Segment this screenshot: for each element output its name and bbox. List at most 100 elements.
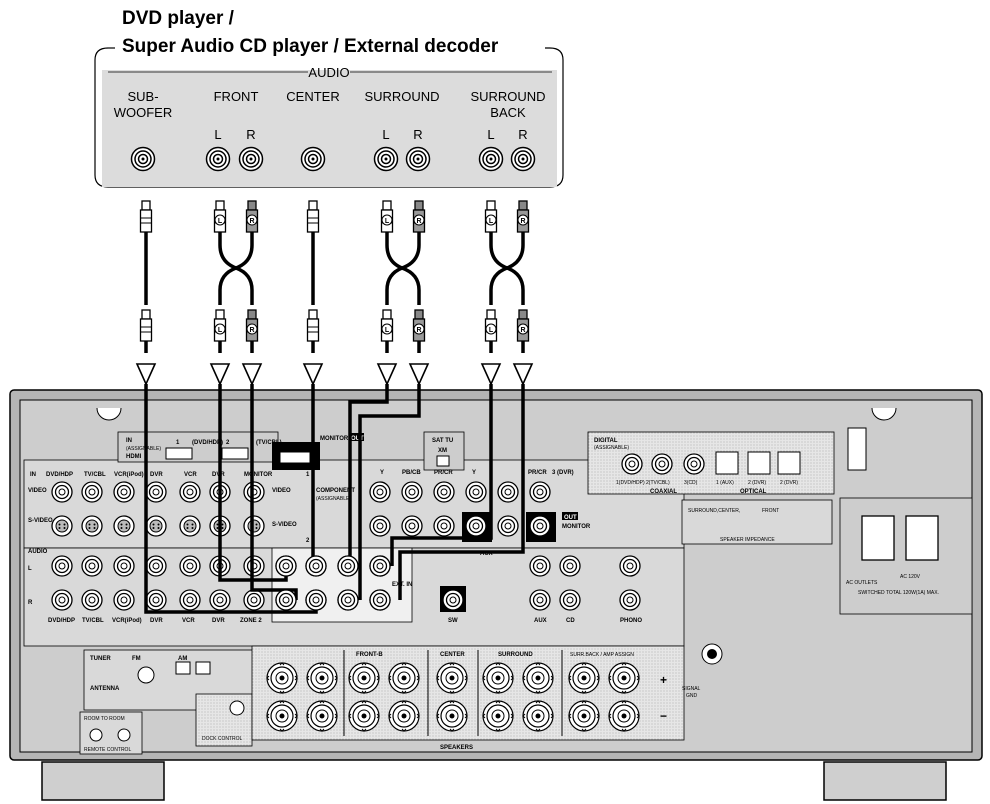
label-front: FRONT bbox=[214, 89, 259, 104]
asrc-dvd: DVD/HDP bbox=[48, 618, 75, 624]
receiver-rear-panel: IN (ASSIGNABLE) HDMI 1 (DVD/HDP) 2 (TV/C… bbox=[10, 390, 982, 800]
svg-text:L: L bbox=[385, 327, 390, 334]
svg-text:R: R bbox=[416, 218, 421, 225]
optical-port-2: 2 (DVR) bbox=[748, 480, 766, 486]
xm-label: XM bbox=[438, 448, 447, 454]
aux-label: AUX bbox=[534, 618, 547, 624]
svg-text:L: L bbox=[489, 327, 494, 334]
audio-label: AUDIO bbox=[28, 549, 48, 555]
player-surround-l-jack bbox=[375, 148, 398, 171]
ac-outlets-label: AC OUTLETS bbox=[846, 580, 878, 586]
optical-label: OPTICAL bbox=[740, 489, 767, 495]
svg-text:R: R bbox=[249, 327, 254, 334]
optical-port-1: 1 (AUX) bbox=[716, 480, 734, 486]
monitor-label-2: MONITOR bbox=[562, 524, 591, 530]
switched-label: SWITCHED TOTAL 120W(1A) MAX. bbox=[858, 590, 939, 596]
src-tv: TV/CBL bbox=[84, 472, 106, 478]
comp-pb: PB/CB bbox=[402, 470, 421, 476]
signal-gnd-label: SIGNAL bbox=[682, 686, 701, 692]
ext-sw-label: SW bbox=[448, 618, 458, 624]
audio-r-label: R bbox=[28, 600, 33, 606]
player-surround-r-jack bbox=[407, 148, 430, 171]
am-label: AM bbox=[178, 656, 187, 662]
asrc-zone2: ZONE 2 bbox=[240, 618, 262, 624]
video-in-label: IN bbox=[30, 472, 36, 478]
video-out-label: VIDEO bbox=[272, 488, 291, 494]
video-label: VIDEO bbox=[28, 488, 47, 494]
label-front-l: L bbox=[214, 127, 221, 142]
impedance-surround: SURROUND,CENTER, bbox=[688, 508, 740, 514]
coaxial-label: COAXIAL bbox=[650, 489, 677, 495]
label-surround-r: R bbox=[413, 127, 422, 142]
digital-assignable: (ASSIGNABLE) bbox=[594, 445, 629, 451]
asrc-tv: TV/CBL bbox=[82, 618, 104, 624]
coax-port-2: 2(TV/CBL) bbox=[646, 480, 670, 486]
comp-pr2: PR/CR bbox=[528, 470, 547, 476]
player-sback-r-jack bbox=[512, 148, 535, 171]
src-vcr2: VCR bbox=[184, 472, 197, 478]
label-center: CENTER bbox=[286, 89, 339, 104]
hdmi-label: HDMI bbox=[126, 454, 142, 460]
plus-label: + bbox=[660, 673, 667, 687]
svideo-label: S-VIDEO bbox=[28, 518, 53, 524]
player-center-jack bbox=[302, 148, 325, 171]
spk-front-b: FRONT-B bbox=[356, 652, 383, 658]
coax-port-3: 3(CD) bbox=[684, 480, 698, 486]
remote-control-label: REMOTE CONTROL bbox=[84, 747, 131, 753]
comp-y2: Y bbox=[472, 470, 476, 476]
comp-num-3: 3 (DVR) bbox=[552, 470, 574, 476]
spk-sback: SURR.BACK / AMP ASSIGN bbox=[570, 652, 634, 658]
optical-port-3: 2 (DVR) bbox=[780, 480, 798, 486]
component-sub: (ASSIGNABLE) bbox=[316, 496, 351, 502]
ext-in-label: EXT. IN bbox=[392, 582, 412, 588]
minus-label: − bbox=[660, 709, 667, 723]
ac-spec-label: AC 120V bbox=[900, 574, 921, 580]
hdmi-in-badge: IN bbox=[126, 438, 132, 444]
comp-pr: PR/CR bbox=[434, 470, 453, 476]
svg-text:R: R bbox=[520, 327, 525, 334]
player-sback-l-jack bbox=[480, 148, 503, 171]
room-to-room-label: ROOM TO ROOM bbox=[84, 716, 125, 722]
phono-label: PHONO bbox=[620, 618, 642, 624]
svideo-out-label: S-VIDEO bbox=[272, 522, 297, 528]
asrc-dvr: DVR bbox=[150, 618, 163, 624]
sat-tuner-label: SAT TU bbox=[432, 438, 453, 444]
rca-cables bbox=[146, 228, 523, 353]
cd-label: CD bbox=[566, 618, 575, 624]
svg-text:R: R bbox=[249, 218, 254, 225]
svg-text:L: L bbox=[385, 218, 390, 225]
monitor-label: MONITOR bbox=[320, 436, 349, 442]
assignable-hdmi-1: (ASSIGNABLE) bbox=[126, 446, 161, 452]
svg-text:L: L bbox=[218, 218, 223, 225]
label-surround: SURROUND bbox=[364, 89, 439, 104]
spk-surround: SURROUND bbox=[498, 652, 533, 658]
player-front-r-jack bbox=[240, 148, 263, 171]
player-subwoofer-jack bbox=[132, 148, 155, 171]
svg-text:R: R bbox=[520, 218, 525, 225]
label-subwoofer-1: SUB- bbox=[127, 89, 158, 104]
label-surround-l: L bbox=[382, 127, 389, 142]
antenna-label: ANTENNA bbox=[90, 686, 120, 692]
comp-y: Y bbox=[380, 470, 384, 476]
label-sback-r: R bbox=[518, 127, 527, 142]
label-subwoofer-2: WOOFER bbox=[114, 105, 173, 120]
src-monitor: MONITOR bbox=[244, 472, 273, 478]
svg-text:R: R bbox=[416, 327, 421, 334]
label-front-r: R bbox=[246, 127, 255, 142]
spk-center: CENTER bbox=[440, 652, 465, 658]
svg-text:L: L bbox=[218, 327, 223, 334]
speaker-impedance-label: SPEAKER IMPEDANCE bbox=[720, 537, 775, 543]
speakers-label: SPEAKERS bbox=[440, 745, 473, 751]
asrc-vcr2: VCR bbox=[182, 618, 195, 624]
monitor-out-badge: OUT bbox=[351, 436, 364, 442]
player-audio-panel: AUDIO SUB- WOOFER FRONT CENTER SURROUND … bbox=[95, 48, 563, 187]
audio-l-label: L bbox=[28, 566, 32, 572]
audio-header: AUDIO bbox=[308, 65, 349, 80]
asrc-vcr: VCR(iPod) bbox=[112, 618, 142, 624]
coax-port-1: 1(DVD/HDP) bbox=[616, 480, 645, 486]
plugs-bottom: L R L R L R bbox=[141, 310, 529, 341]
dock-control-label: DOCK CONTROL bbox=[202, 736, 243, 742]
player-front-l-jack bbox=[207, 148, 230, 171]
impedance-front: FRONT bbox=[762, 508, 779, 514]
label-surround-back-2: BACK bbox=[490, 105, 526, 120]
